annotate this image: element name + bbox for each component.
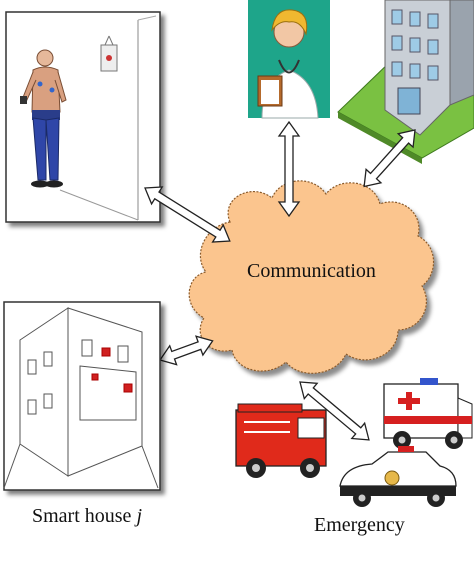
link-arrows (144, 120, 416, 441)
smart-house-icon (3, 307, 159, 489)
patient-with-sensors-icon (20, 49, 67, 188)
smart-house-caption: Smart house j (32, 505, 142, 528)
emergency-link-arrow (299, 381, 370, 441)
doctor-link-arrow (277, 120, 301, 218)
wall-sensor-icon (100, 35, 118, 72)
smart-house-panel (3, 301, 161, 491)
police-car-icon (339, 446, 457, 507)
hospital-link-arrow (363, 129, 416, 188)
patient-panel (5, 11, 161, 223)
fire-truck-icon (235, 403, 327, 478)
smart-house-index: j (136, 505, 142, 527)
communication-label: Communication (247, 260, 376, 282)
patient-link-arrow (144, 186, 231, 243)
doctor-icon (248, 0, 330, 119)
ambulance-icon (383, 378, 473, 449)
emergency-label: Emergency (314, 514, 405, 536)
house-link-arrow (158, 335, 214, 366)
communication-cloud (188, 180, 435, 374)
smart-house-caption-text: Smart house (32, 505, 132, 527)
